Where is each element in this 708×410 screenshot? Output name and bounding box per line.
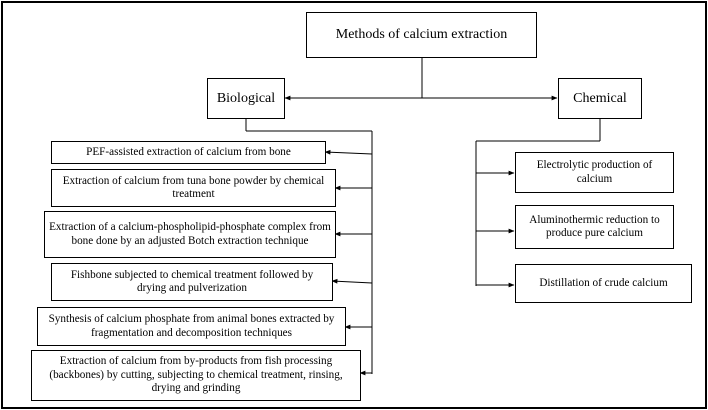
chemical-node: Chemical bbox=[558, 78, 642, 119]
arrow-bio-1 bbox=[324, 149, 373, 155]
chemical-item-text: Distillation of crude calcium bbox=[539, 276, 668, 289]
biological-item: Extraction of calcium from by-products f… bbox=[31, 350, 361, 401]
root-node: Methods of calcium extraction bbox=[306, 12, 537, 58]
biological-item: Extraction of a calcium-phospholipid-pho… bbox=[44, 211, 336, 258]
biological-label: Biological bbox=[216, 90, 276, 106]
chemical-label: Chemical bbox=[573, 90, 627, 106]
biological-item-text: Extraction of calcium from tuna bone pow… bbox=[62, 174, 325, 201]
biological-item: Fishbone subjected to chemical treatment… bbox=[51, 263, 333, 301]
chemical-item: Aluminothermic reduction to produce pure… bbox=[515, 205, 674, 249]
biological-item: PEF-assisted extraction of calcium from … bbox=[51, 141, 326, 164]
biological-item-text: Extraction of calcium from by-products f… bbox=[49, 355, 343, 395]
biological-item-text: Extraction of a calcium-phospholipid-pho… bbox=[49, 221, 331, 247]
biological-item-text: PEF-assisted extraction of calcium from … bbox=[86, 145, 291, 158]
chemical-item: Electrolytic production of calcium bbox=[515, 152, 674, 193]
biological-item-text: Fishbone subjected to chemical treatment… bbox=[70, 268, 314, 295]
chemical-item-text: Electrolytic production of calcium bbox=[536, 159, 653, 185]
biological-item: Synthesis of calcium phosphate from anim… bbox=[37, 307, 346, 346]
biological-item: Extraction of calcium from tuna bone pow… bbox=[51, 169, 336, 207]
biological-item-text: Synthesis of calcium phosphate from anim… bbox=[48, 313, 335, 339]
arrow-bio-4 bbox=[331, 278, 373, 284]
biological-node: Biological bbox=[207, 78, 285, 119]
root-label: Methods of calcium extraction bbox=[335, 27, 508, 42]
chemical-item: Distillation of crude calcium bbox=[515, 264, 692, 303]
chemical-item-text: Aluminothermic reduction to produce pure… bbox=[529, 213, 660, 240]
